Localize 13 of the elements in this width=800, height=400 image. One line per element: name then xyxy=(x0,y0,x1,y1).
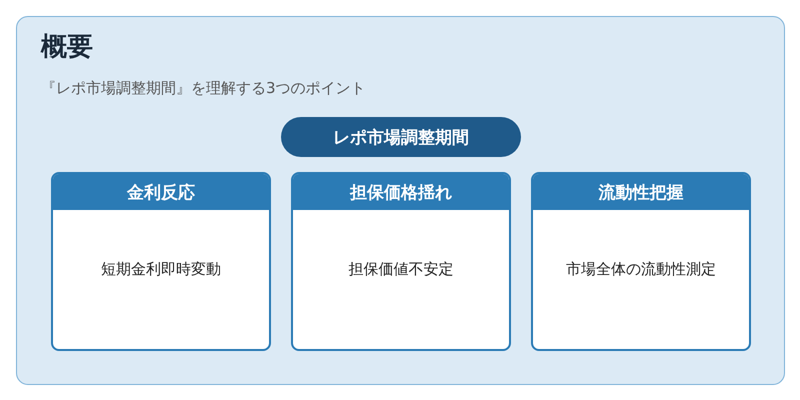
card-text: 市場全体の流動性測定 xyxy=(566,260,716,279)
point-card xyxy=(291,172,511,351)
point-card xyxy=(531,172,751,351)
card-text: 担保価値不安定 xyxy=(348,260,454,279)
panel-background xyxy=(16,16,785,385)
topic-pill: レポ市場調整期間 xyxy=(281,117,521,157)
panel-title: 概要 xyxy=(41,31,93,64)
point-card xyxy=(51,172,271,351)
card-text: 短期金利即時変動 xyxy=(101,260,221,279)
card-header: 流動性把握 xyxy=(533,174,749,210)
card-header: 担保価格揺れ xyxy=(293,174,509,210)
card-header: 金利反応 xyxy=(53,174,269,210)
panel-subtitle: 『レポ市場調整期間』を理解する3つのポイント xyxy=(41,79,366,98)
